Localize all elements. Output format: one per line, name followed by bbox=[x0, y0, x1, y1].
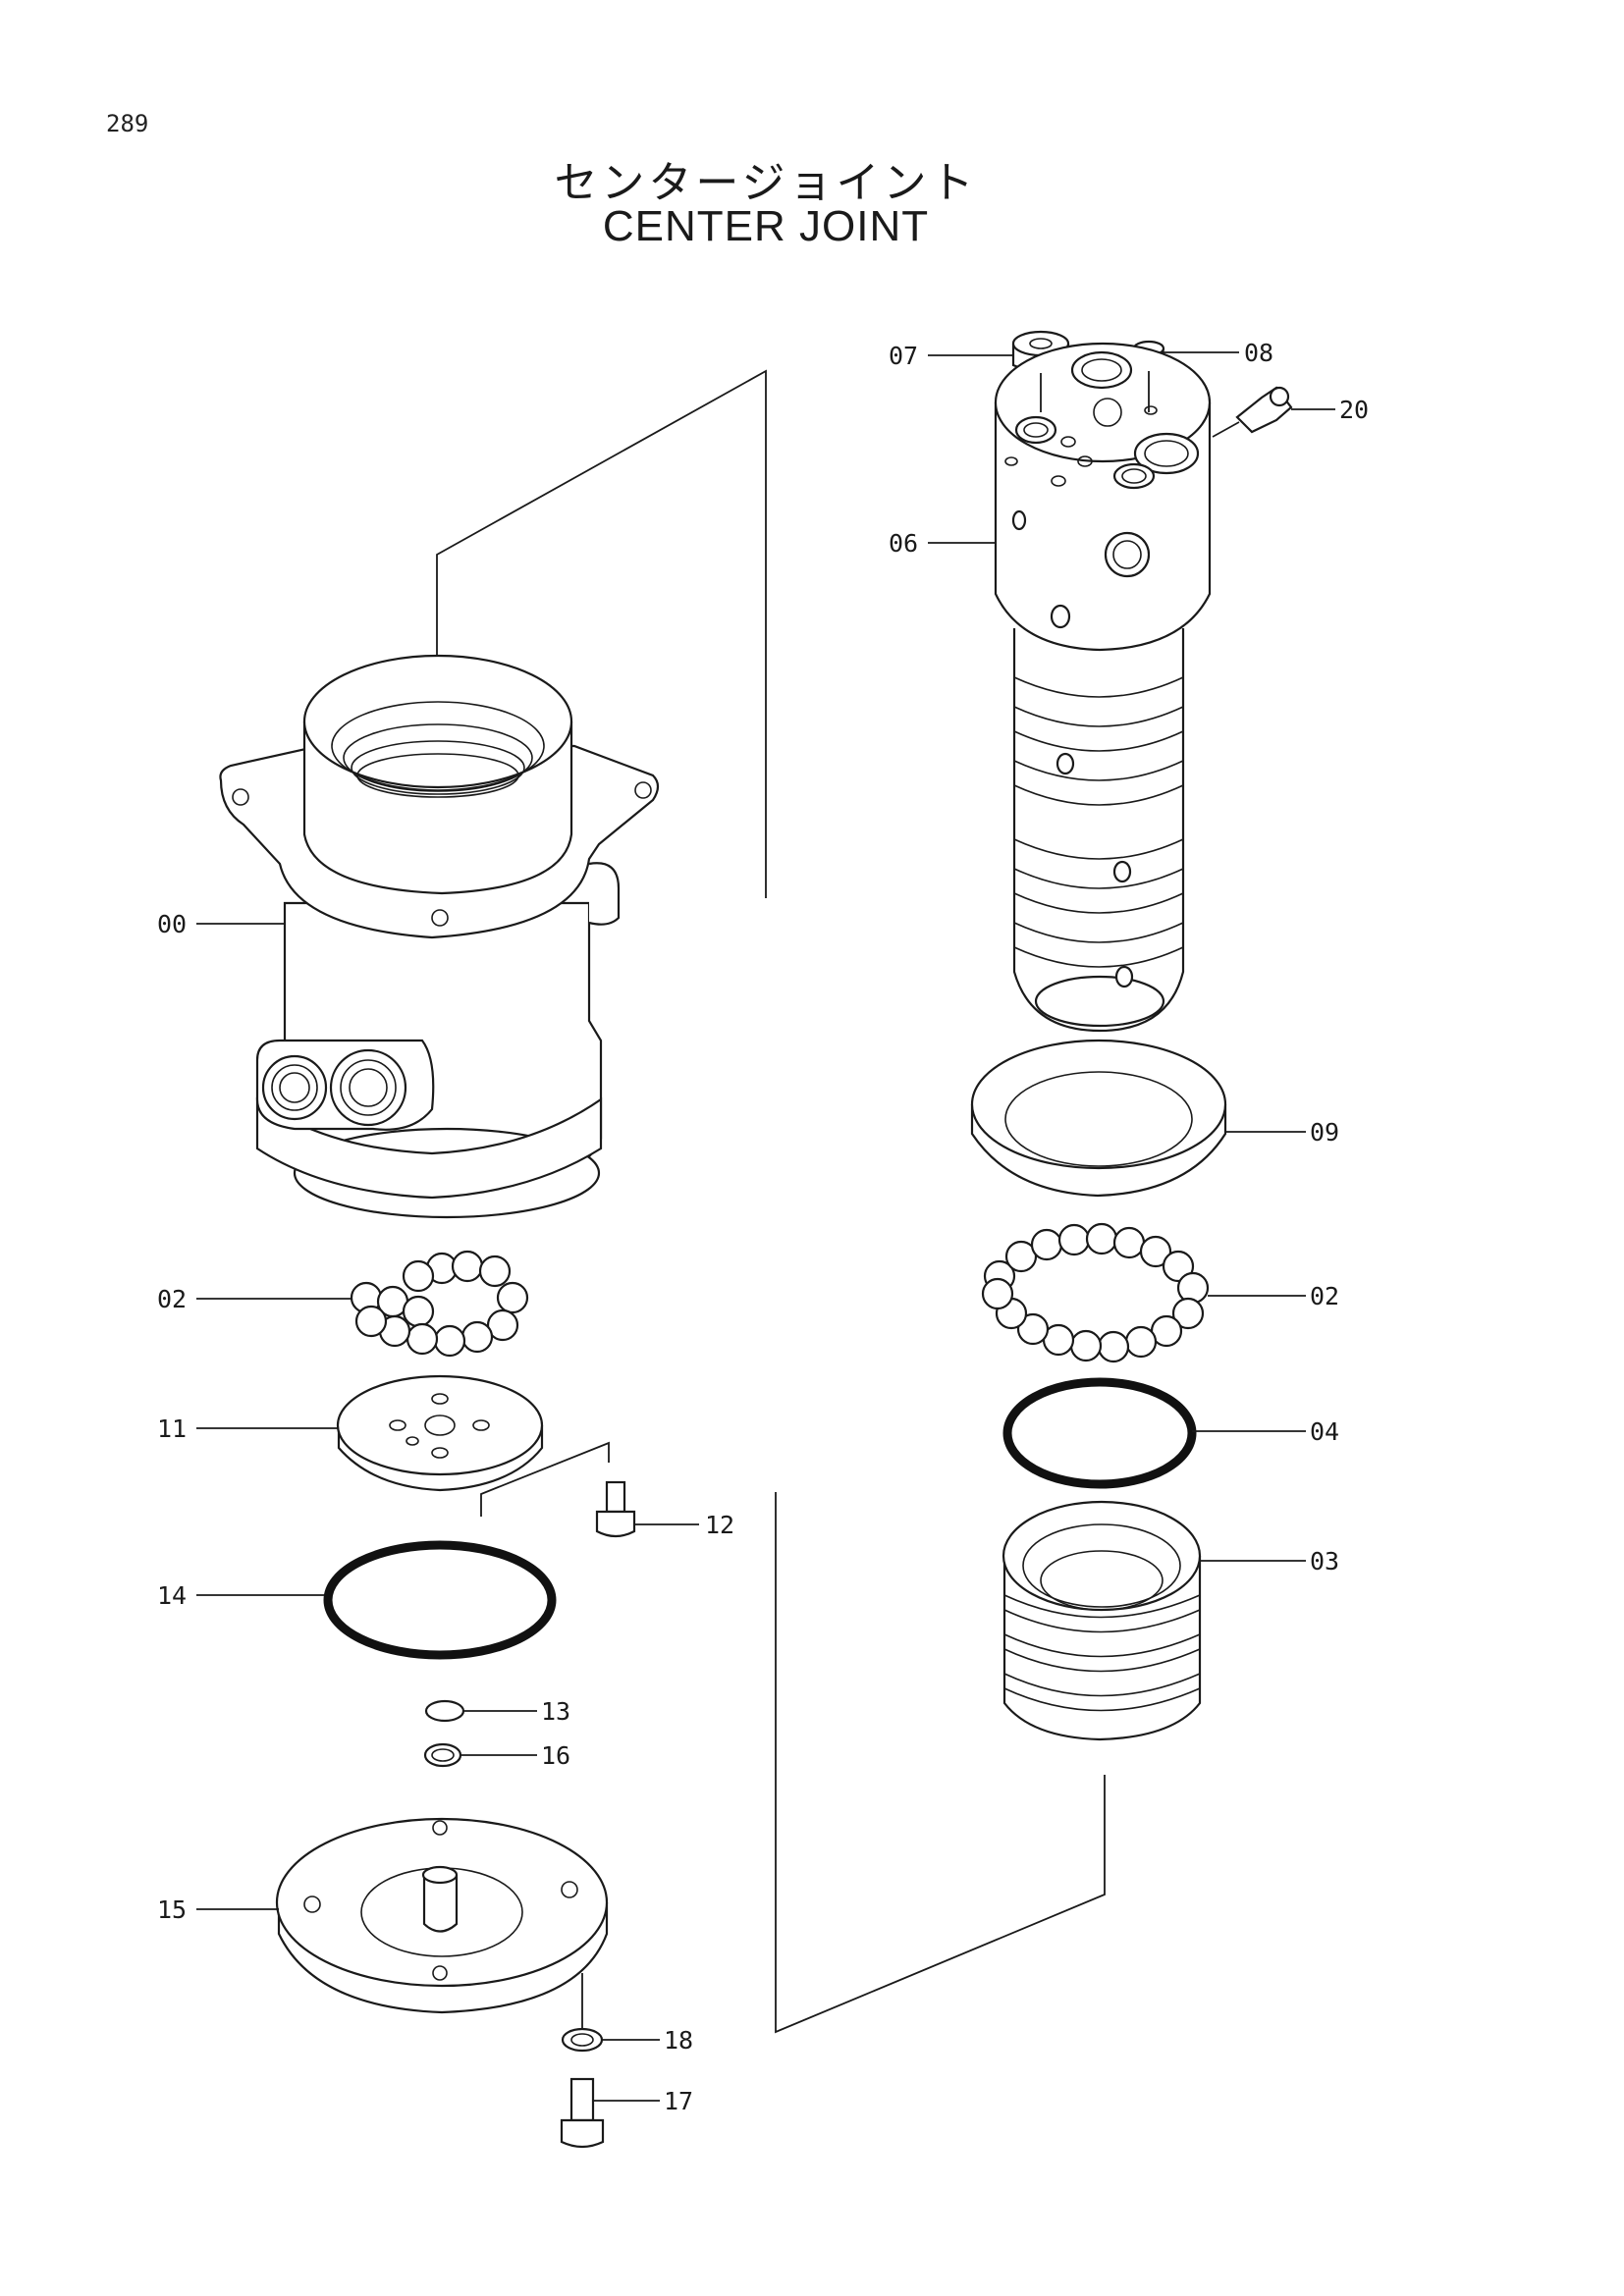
label-08: 08 bbox=[1244, 339, 1273, 367]
part-hex-bolt bbox=[560, 2077, 605, 2149]
label-06: 06 bbox=[889, 529, 918, 558]
label-03: 03 bbox=[1310, 1547, 1339, 1575]
part-steel-balls-right bbox=[981, 1222, 1210, 1363]
part-seal-washer bbox=[423, 1742, 462, 1768]
label-11: 11 bbox=[157, 1415, 187, 1443]
part-socket-bolt bbox=[595, 1480, 636, 1538]
label-00: 00 bbox=[157, 910, 187, 938]
part-housing bbox=[219, 654, 660, 1219]
title-english: CENTER JOINT bbox=[602, 202, 930, 250]
label-04: 04 bbox=[1310, 1417, 1339, 1446]
label-09: 09 bbox=[1310, 1118, 1339, 1147]
label-12: 12 bbox=[705, 1511, 734, 1539]
part-seal-kit bbox=[1001, 1500, 1202, 1741]
part-spindle bbox=[994, 342, 1212, 1033]
label-13: 13 bbox=[541, 1697, 570, 1726]
part-cover bbox=[275, 1817, 609, 2014]
assembly-reference-lines bbox=[436, 369, 1106, 2034]
label-17: 17 bbox=[664, 2087, 693, 2115]
label-14: 14 bbox=[157, 1581, 187, 1610]
part-grease-fitting bbox=[1212, 386, 1293, 438]
label-18: 18 bbox=[664, 2026, 693, 2055]
callout-leaders bbox=[196, 351, 1335, 2102]
label-16: 16 bbox=[541, 1741, 570, 1770]
label-07: 07 bbox=[889, 342, 918, 370]
label-02-left: 02 bbox=[157, 1285, 187, 1313]
part-o-ring-right bbox=[1002, 1377, 1197, 1489]
part-o-ring-large bbox=[323, 1540, 557, 1660]
label-15: 15 bbox=[157, 1896, 187, 1924]
part-o-ring-small bbox=[424, 1699, 465, 1723]
page-number: 289 bbox=[106, 110, 149, 137]
part-steel-balls-left bbox=[350, 1250, 529, 1358]
part-plate bbox=[336, 1374, 544, 1492]
callout-labels: 00 02 11 14 12 13 16 15 18 17 07 08 20 0… bbox=[157, 339, 1369, 2115]
title-japanese: センタージョイント bbox=[554, 158, 978, 208]
label-20: 20 bbox=[1339, 396, 1369, 424]
label-02-right: 02 bbox=[1310, 1282, 1339, 1310]
part-seal-cover bbox=[970, 1039, 1227, 1198]
part-washer bbox=[561, 2027, 604, 2053]
